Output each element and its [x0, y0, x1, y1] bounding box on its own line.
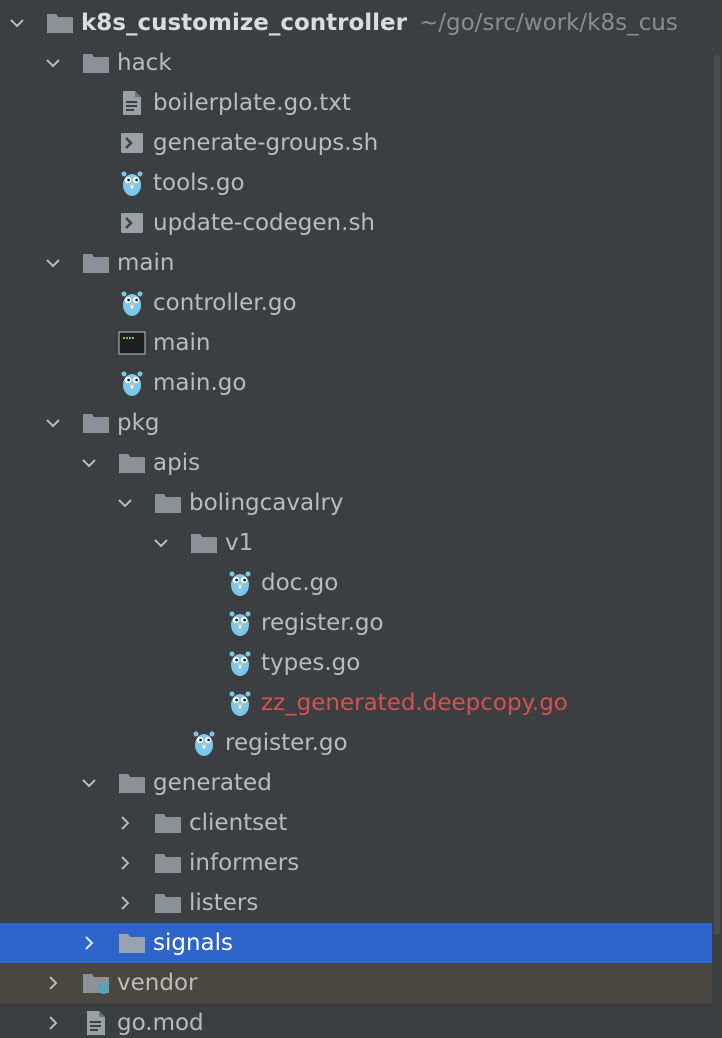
- scrollbar-thumb[interactable]: [714, 55, 720, 935]
- vertical-scrollbar[interactable]: [712, 0, 722, 1038]
- tree-item-label: generate-groups.sh: [153, 130, 379, 156]
- tree-item-label: doc.go: [261, 570, 339, 596]
- tree-row-file-modified[interactable]: zz_generated.deepcopy.go: [0, 683, 712, 723]
- tree-row-file[interactable]: main.go: [0, 363, 712, 403]
- tree-row-folder-clientset[interactable]: clientset: [0, 803, 712, 843]
- go-gopher-icon: [225, 648, 255, 678]
- tree-row-folder-generated[interactable]: generated: [0, 763, 712, 803]
- folder-icon: [117, 768, 147, 798]
- tree-item-label: informers: [189, 850, 300, 876]
- tree-row-file[interactable]: register.go: [0, 603, 712, 643]
- tree-row-folder-apis[interactable]: apis: [0, 443, 712, 483]
- tree-row-folder-bolingcavalry[interactable]: bolingcavalry: [0, 483, 712, 523]
- tree-item-label: bolingcavalry: [189, 490, 344, 516]
- chevron-down-icon[interactable]: [41, 51, 65, 75]
- chevron-right-icon[interactable]: [113, 851, 137, 875]
- go-gopher-icon: [117, 368, 147, 398]
- tree-row-folder-signals[interactable]: signals: [0, 923, 712, 963]
- executable-icon: [117, 328, 147, 358]
- tree-item-label: pkg: [117, 410, 160, 436]
- tree-row-file-gomod[interactable]: go.mod: [0, 1003, 712, 1038]
- tree-item-label: controller.go: [153, 290, 297, 316]
- tree-item-label: generated: [153, 770, 272, 796]
- tree-row-file[interactable]: controller.go: [0, 283, 712, 323]
- folder-icon: [117, 928, 147, 958]
- chevron-down-icon[interactable]: [41, 251, 65, 275]
- vendor-folder-icon: v: [81, 968, 111, 998]
- tree-item-label: main.go: [153, 370, 247, 396]
- folder-icon: [189, 528, 219, 558]
- go-gopher-icon: [189, 728, 219, 758]
- chevron-right-icon[interactable]: [77, 931, 101, 955]
- tree-item-label: boilerplate.go.txt: [153, 90, 351, 116]
- tree-row-root[interactable]: k8s_customize_controller ~/go/src/work/k…: [0, 3, 712, 43]
- tree-item-label: types.go: [261, 650, 361, 676]
- folder-icon: [81, 48, 111, 78]
- tree-item-label: tools.go: [153, 170, 245, 196]
- chevron-down-icon[interactable]: [77, 451, 101, 475]
- chevron-right-icon[interactable]: [113, 891, 137, 915]
- go-gopher-icon: [225, 688, 255, 718]
- tree-row-file[interactable]: update-codegen.sh: [0, 203, 712, 243]
- tree-item-label: signals: [153, 930, 234, 956]
- tree-row-file[interactable]: generate-groups.sh: [0, 123, 712, 163]
- tree-row-file[interactable]: doc.go: [0, 563, 712, 603]
- folder-icon: [117, 448, 147, 478]
- chevron-right-icon[interactable]: [41, 1011, 65, 1035]
- shell-script-icon: [117, 128, 147, 158]
- tree-item-label-modified: zz_generated.deepcopy.go: [261, 690, 568, 716]
- go-gopher-icon: [117, 168, 147, 198]
- chevron-right-icon[interactable]: [113, 811, 137, 835]
- go-gopher-icon: [225, 608, 255, 638]
- folder-icon: [153, 808, 183, 838]
- folder-icon: [81, 248, 111, 278]
- tree-row-file[interactable]: boilerplate.go.txt: [0, 83, 712, 123]
- tree-row-file[interactable]: main: [0, 323, 712, 363]
- tree-item-label: clientset: [189, 810, 288, 836]
- tree-item-label: main: [153, 330, 211, 356]
- shell-script-icon: [117, 208, 147, 238]
- chevron-down-icon[interactable]: [149, 531, 173, 555]
- tree-item-label: listers: [189, 890, 259, 916]
- folder-icon: [81, 408, 111, 438]
- tree-item-label: apis: [153, 450, 201, 476]
- root-folder-label: k8s_customize_controller: [81, 10, 407, 36]
- tree-row-folder-vendor[interactable]: v vendor: [0, 963, 712, 1003]
- folder-icon: [153, 848, 183, 878]
- chevron-right-icon[interactable]: [41, 971, 65, 995]
- tree-row-folder-main[interactable]: main: [0, 243, 712, 283]
- tree-item-label: register.go: [225, 730, 348, 756]
- tree-row-folder-v1[interactable]: v1: [0, 523, 712, 563]
- chevron-down-icon[interactable]: [113, 491, 137, 515]
- go-gopher-icon: [225, 568, 255, 598]
- tree-row-file[interactable]: tools.go: [0, 163, 712, 203]
- tree-row-folder-hack[interactable]: hack: [0, 43, 712, 83]
- tree-row-folder-listers[interactable]: listers: [0, 883, 712, 923]
- tree-item-label: go.mod: [117, 1010, 204, 1036]
- chevron-down-icon[interactable]: [41, 411, 65, 435]
- tree-item-label: hack: [117, 50, 172, 76]
- tree-row-folder-informers[interactable]: informers: [0, 843, 712, 883]
- tree-row-folder-pkg[interactable]: pkg: [0, 403, 712, 443]
- go-gopher-icon: [117, 288, 147, 318]
- mod-file-icon: [81, 1008, 111, 1038]
- tree-item-label: v1: [225, 530, 254, 556]
- tree-item-label: main: [117, 250, 175, 276]
- tree-item-label: vendor: [117, 970, 198, 996]
- chevron-down-icon[interactable]: [77, 771, 101, 795]
- tree-row-file[interactable]: types.go: [0, 643, 712, 683]
- tree-item-label: update-codegen.sh: [153, 210, 376, 236]
- tree-row-file[interactable]: register.go: [0, 723, 712, 763]
- chevron-down-icon[interactable]: [5, 11, 29, 35]
- root-path-hint: ~/go/src/work/k8s_cus: [418, 10, 678, 36]
- text-file-icon: [117, 88, 147, 118]
- folder-icon: [153, 888, 183, 918]
- folder-icon: [153, 488, 183, 518]
- tree-item-label: register.go: [261, 610, 384, 636]
- folder-icon: [45, 8, 75, 38]
